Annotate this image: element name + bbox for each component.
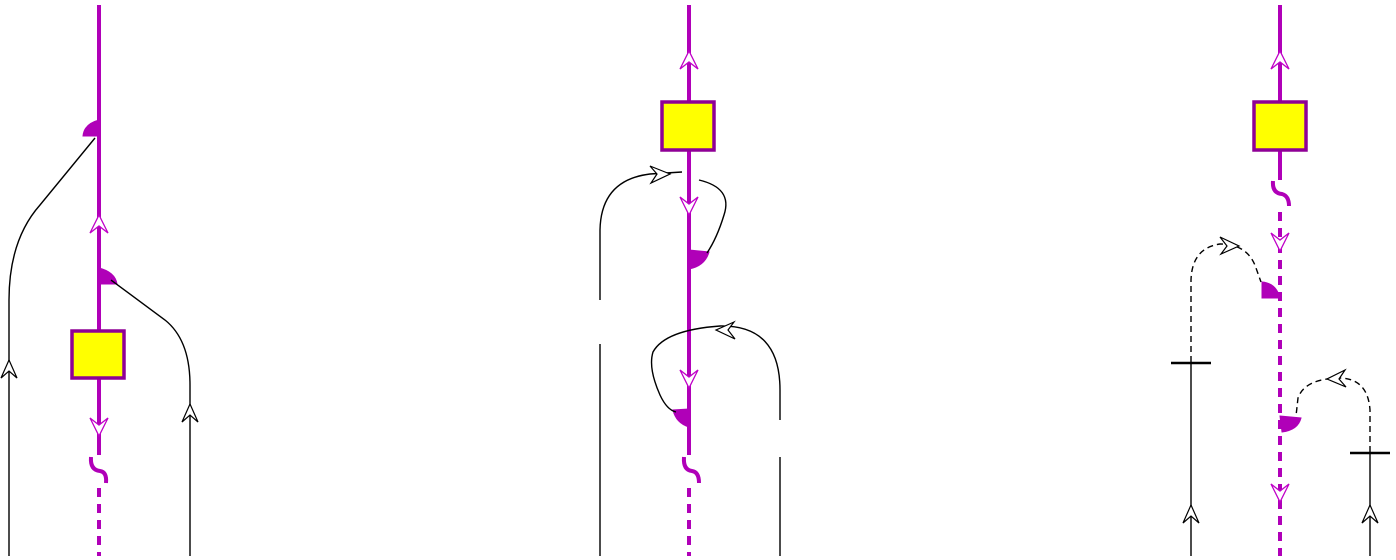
mid-mag-arrow-top xyxy=(679,49,699,70)
mid-squiggle xyxy=(681,456,701,484)
left-black-arrow-right xyxy=(181,402,199,423)
right-node-upper xyxy=(1261,281,1281,299)
left-black-right xyxy=(110,279,191,556)
mid-black-arrow-upper xyxy=(649,165,672,185)
mid-yellow-box xyxy=(660,100,716,152)
middle-diagram xyxy=(599,5,781,556)
mid-mag-arrow-lower xyxy=(679,369,699,390)
right-dashed-arc-upper xyxy=(1190,243,1262,362)
right-black-arrow-right-strand xyxy=(1361,503,1379,524)
left-squiggle xyxy=(88,456,109,484)
right-black-arrow-upper-arc xyxy=(1219,236,1241,256)
left-mag-arrow-up xyxy=(89,213,109,234)
left-diagram xyxy=(0,5,199,556)
right-diagram xyxy=(1171,5,1390,556)
right-yellow-box xyxy=(1252,100,1308,152)
mid-black-upper-loop xyxy=(698,179,727,254)
right-mag-arrow-upper xyxy=(1270,232,1290,253)
left-node-top xyxy=(82,119,100,137)
left-mag-arrow-down xyxy=(89,417,109,438)
right-mag-arrow-lower xyxy=(1270,483,1290,504)
mid-mag-arrow-upper xyxy=(679,196,699,217)
left-black-arrow-outer xyxy=(0,358,18,379)
right-black-arrow-lower-arc xyxy=(1325,368,1347,388)
right-mag-arrow-top xyxy=(1270,49,1290,70)
mid-black-left-upper xyxy=(599,171,683,300)
mid-node-upper xyxy=(688,249,710,270)
mid-black-lower-loop xyxy=(650,325,781,420)
mid-node-lower xyxy=(672,408,690,428)
right-black-arrow-left-strand xyxy=(1182,503,1200,524)
right-node-lower xyxy=(1279,415,1302,433)
right-squiggle xyxy=(1270,180,1291,207)
right-dashed-arc-lower xyxy=(1295,377,1371,452)
mid-black-arrow-lower xyxy=(714,320,736,340)
left-black-outer xyxy=(8,137,96,556)
left-yellow-box xyxy=(70,329,126,380)
